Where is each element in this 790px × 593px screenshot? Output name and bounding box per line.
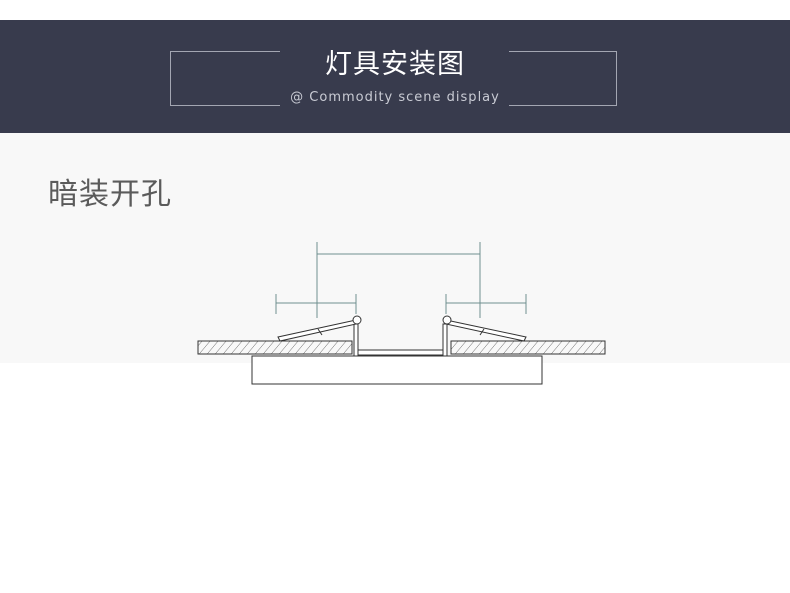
frame-line-top-right bbox=[509, 51, 617, 52]
fixture-trim-panel bbox=[251, 355, 543, 385]
frame-line-bottom-left bbox=[170, 105, 280, 106]
frame-line-bottom-right bbox=[509, 105, 617, 106]
dimension-left-clip-span bbox=[275, 294, 357, 314]
banner-title: 灯具安装图 bbox=[325, 49, 465, 80]
content-area bbox=[0, 133, 790, 363]
dimension-cutout-width bbox=[316, 242, 481, 318]
frame-line-top-left bbox=[170, 51, 280, 52]
banner-subtitle: @ Commodity scene display bbox=[290, 90, 500, 105]
spring-clip-left bbox=[277, 315, 362, 342]
ceiling-board-left bbox=[197, 340, 353, 355]
fixture-body bbox=[353, 323, 448, 357]
header-banner: 灯具安装图 @ Commodity scene display bbox=[0, 20, 790, 133]
frame-line-left bbox=[170, 51, 171, 106]
ceiling-board-right bbox=[450, 340, 606, 355]
dimension-right-clip-span bbox=[445, 294, 527, 314]
frame-line-right bbox=[616, 51, 617, 106]
section-title: 暗装开孔 bbox=[48, 177, 172, 212]
spring-clip-right bbox=[442, 315, 527, 342]
